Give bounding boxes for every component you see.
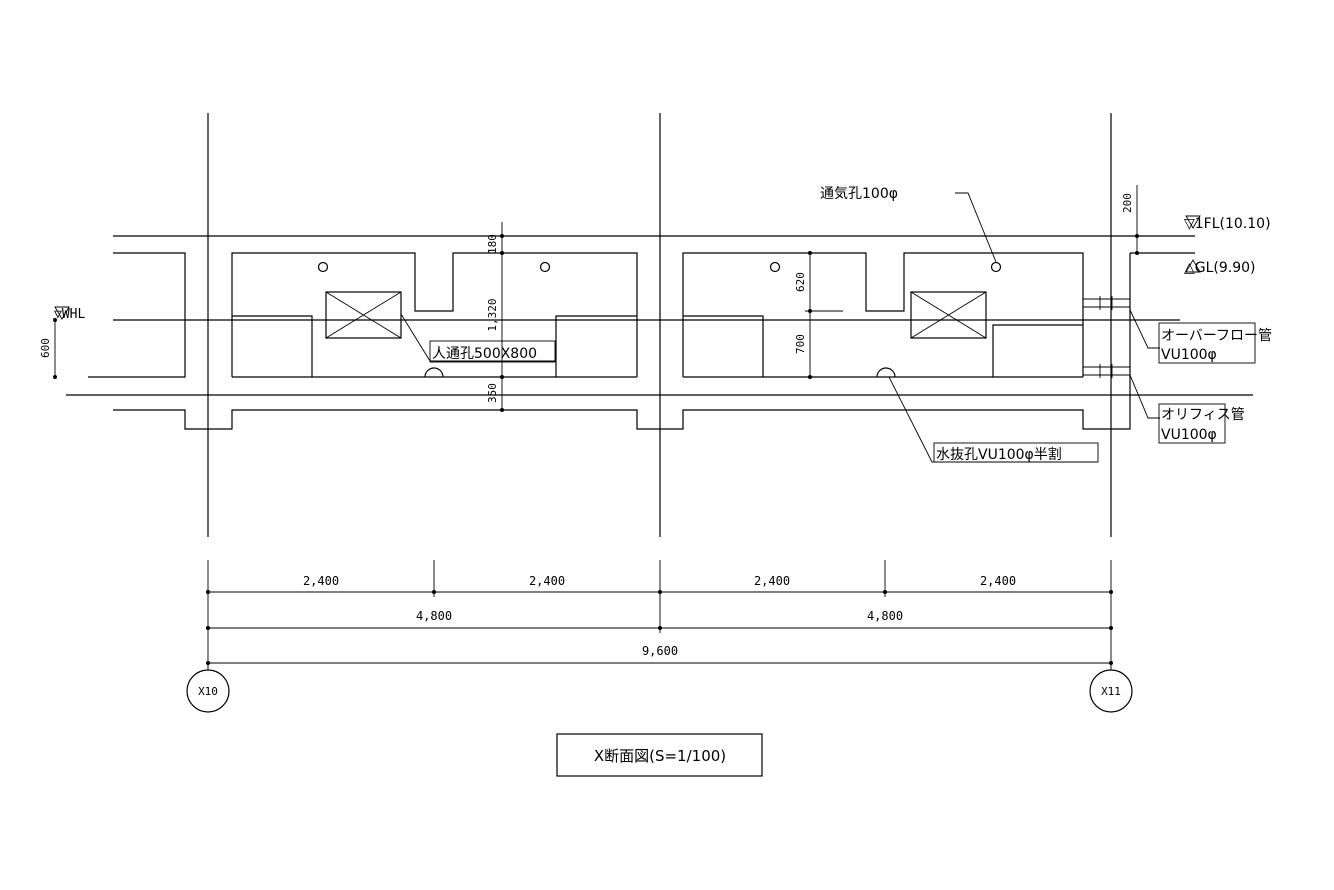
dim-620: 620: [794, 272, 807, 292]
fl-level-label: ▽1FL(10.10): [1184, 216, 1271, 232]
leader-lines: [400, 192, 1160, 463]
vent-hole: [769, 261, 781, 273]
top-slab-cell1: [231, 252, 638, 377]
triangle-down-icon: [1185, 215, 1201, 229]
manhole-box-2: [910, 291, 987, 339]
tank-structure: [88, 252, 1131, 430]
overflow-note-frame: [1158, 322, 1256, 364]
manholes: [325, 291, 987, 339]
top-slab-cell2: [682, 252, 1084, 377]
vent-hole: [990, 261, 1002, 273]
vdim-tick: [53, 318, 57, 322]
partition-left-2: [683, 315, 764, 377]
drain-holes: [424, 367, 896, 378]
vdim-tick: [808, 375, 812, 379]
dim-tick: [206, 626, 210, 630]
partition-right-1: [555, 315, 637, 377]
leader-orifice: [1129, 374, 1160, 419]
dim-700: 700: [794, 334, 807, 354]
overflow-note-line1: オーバーフロー管: [1161, 328, 1272, 344]
manhole-cross-line: [910, 291, 987, 339]
manhole-note: 人通孔500X800: [432, 346, 537, 362]
vdim-tick: [1135, 251, 1139, 255]
vertical-dimensions: [53, 185, 1139, 412]
drain-note-frame: [933, 442, 1099, 463]
dim-tick: [658, 590, 662, 594]
vdim-tick: [808, 251, 812, 255]
drawing-title: X断面図(S=1/100): [594, 747, 726, 765]
dim-row2-1: 4,800: [416, 609, 452, 623]
dim-row1-1: 2,400: [303, 574, 339, 588]
axis-label-x10: X10: [198, 685, 218, 698]
dim-350: 350: [486, 383, 499, 403]
axis-bubbles: X10 X11: [186, 669, 1133, 713]
orifice-note-line1: オリフィス管: [1161, 407, 1245, 423]
leader-vent: [955, 192, 997, 263]
dim-tick: [1109, 626, 1113, 630]
dim-tick: [658, 626, 662, 630]
whl-level-label: ▽WHL: [54, 307, 85, 322]
vent-hole: [539, 261, 551, 273]
partition-right-2: [992, 324, 1083, 377]
vdim-tick: [500, 408, 504, 412]
dim-180: 180: [486, 234, 499, 254]
dim-200: 200: [1121, 193, 1134, 213]
level-lines: [66, 235, 1253, 396]
dim-600: 600: [39, 338, 52, 358]
vdim-tick: [500, 375, 504, 379]
dim-1320: 1,320: [486, 298, 499, 331]
triangle-down-icon: [54, 306, 70, 320]
drain-note: 水抜孔VU100φ半割: [936, 446, 1062, 463]
orifice-note-line2: VU100φ: [1161, 427, 1217, 443]
dim-tick: [206, 590, 210, 594]
dim-tick: [1109, 590, 1113, 594]
dim-row3: 9,600: [642, 644, 678, 658]
manhole-cross-line: [325, 291, 402, 339]
level-symbols: [54, 215, 1201, 320]
vdim-tick: [53, 375, 57, 379]
orifice-note-frame: [1158, 403, 1226, 444]
drain-hole: [424, 367, 444, 378]
dim-tick: [883, 590, 887, 594]
axis-bubble-x10: [186, 669, 230, 713]
horizontal-dimensions: [206, 560, 1113, 670]
vent-hole: [317, 261, 329, 273]
partition-left-1: [232, 315, 313, 377]
vdim-tick: [500, 251, 504, 255]
vent-holes: [317, 261, 1002, 273]
dim-tick: [432, 590, 436, 594]
grid-lines: [207, 113, 1112, 537]
axis-label-x11: X11: [1101, 685, 1121, 698]
title-frame: [556, 733, 763, 777]
axis-bubble-x11: [1089, 669, 1133, 713]
vdim-tick: [1135, 234, 1139, 238]
vdim-tick: [500, 234, 504, 238]
leader-overflow: [1129, 309, 1160, 349]
dim-row1-3: 2,400: [754, 574, 790, 588]
dim-row2-2: 4,800: [867, 609, 903, 623]
manhole-box-1: [325, 291, 402, 339]
drain-hole: [876, 367, 896, 378]
bottom-slab: [113, 409, 1131, 430]
dim-row1-4: 2,400: [980, 574, 1016, 588]
manhole-note-frame: [429, 340, 556, 363]
triangle-up-icon: [1185, 259, 1201, 273]
dim-row1-2: 2,400: [529, 574, 565, 588]
top-slab: [88, 252, 186, 378]
vent-note: 通気孔100φ: [820, 186, 898, 202]
gl-level-label: △GL(9.90): [1184, 260, 1256, 276]
overflow-note-line2: VU100φ: [1161, 347, 1217, 363]
